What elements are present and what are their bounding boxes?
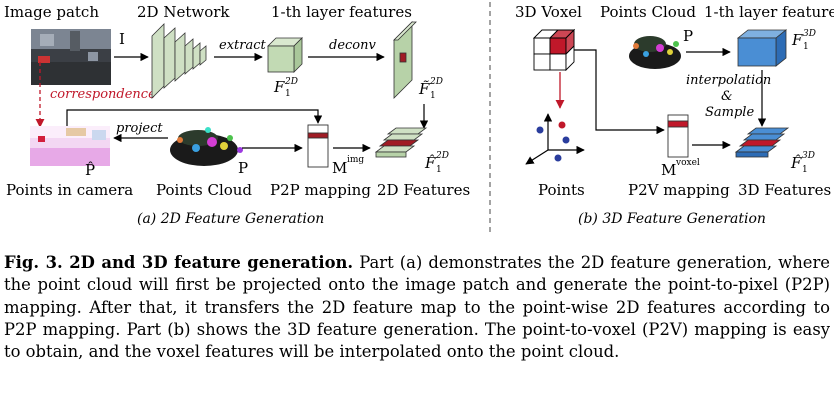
svg-text:F: F	[273, 78, 285, 96]
svg-text:1: 1	[802, 165, 808, 175]
feature-cube-3d	[736, 29, 788, 67]
svg-text:1: 1	[285, 89, 291, 99]
label-F1-2D-tilde: F̃ 1 2D	[418, 77, 443, 101]
p2p-mapping-vector	[307, 124, 329, 168]
label-1th-layer-features-b: 1-th layer features	[704, 3, 834, 21]
figure-caption: Fig. 3. 2D and 3D feature generation. Pa…	[4, 252, 830, 363]
label-P: P	[238, 159, 248, 177]
image-patch-photo	[31, 29, 111, 85]
svg-text:F̂: F̂	[424, 154, 436, 172]
figure-diagram: Image patch I correspondence 2D Network …	[4, 2, 834, 232]
label-sample: Sample	[705, 105, 754, 120]
label-3d-voxel: 3D Voxel	[515, 3, 582, 21]
label-points: Points	[538, 181, 585, 199]
svg-text:2D: 2D	[429, 77, 443, 87]
label-P-b: P	[683, 27, 693, 45]
svg-text:M: M	[332, 159, 347, 177]
label-image-patch: Image patch	[4, 3, 99, 21]
label-p2v-mapping: P2V mapping	[628, 181, 730, 199]
svg-text:1: 1	[803, 42, 809, 52]
svg-text:F̃: F̃	[418, 80, 430, 98]
label-M-voxel: M voxel	[661, 158, 700, 179]
feature-cube-2d	[267, 37, 303, 73]
caption-text: Part (a) demonstrates the 2D feature gen…	[4, 253, 830, 362]
subtitle-panel-a: (a) 2D Feature Generation	[137, 211, 324, 227]
subtitle-panel-b: (b) 3D Feature Generation	[578, 211, 766, 227]
label-points-cloud-a: Points Cloud	[156, 181, 252, 199]
label-P-hat: P̂	[85, 161, 95, 179]
label-points-in-camera: Points in camera	[6, 181, 133, 199]
label-correspondence: correspondence	[50, 87, 156, 102]
label-2d-network: 2D Network	[137, 3, 230, 21]
label-ampersand: &	[721, 89, 733, 104]
label-F1-3D: F 1 3D	[791, 29, 816, 52]
svg-text:1: 1	[436, 165, 442, 175]
connector-voxel-mapping	[574, 49, 665, 135]
points-in-camera-image	[30, 126, 110, 166]
caption-label: Fig. 3. 2D and 3D feature generation.	[4, 253, 354, 272]
label-extract: extract	[219, 38, 266, 53]
svg-text:2D: 2D	[435, 151, 449, 161]
point-markers	[536, 121, 570, 162]
feature-stack-2d	[374, 127, 428, 158]
label-2d-features: 2D Features	[377, 181, 470, 199]
label-F1-3D-hat: F̂ 1 3D	[790, 151, 815, 175]
svg-text:voxel: voxel	[675, 158, 700, 168]
label-p2p-mapping: P2P mapping	[270, 181, 371, 199]
points-axes	[525, 113, 585, 165]
svg-text:1: 1	[430, 91, 436, 101]
svg-text:M: M	[661, 161, 676, 179]
point-cloud-image	[170, 127, 243, 166]
svg-text:2D: 2D	[284, 77, 298, 87]
label-I: I	[119, 30, 125, 48]
label-F1-2D: F 1 2D	[273, 77, 298, 99]
network-layers	[151, 23, 207, 99]
svg-text:img: img	[347, 155, 364, 165]
label-project: project	[116, 121, 163, 136]
label-3d-features: 3D Features	[738, 181, 831, 199]
svg-text:3D: 3D	[802, 151, 815, 161]
svg-text:F̂: F̂	[790, 154, 802, 172]
svg-text:F: F	[791, 31, 803, 49]
feature-stack-3d	[734, 127, 790, 158]
label-F1-2D-hat: F̂ 1 2D	[424, 151, 449, 175]
label-1th-layer-features: 1-th layer features	[271, 3, 412, 21]
connector-mapping-top	[66, 109, 323, 126]
label-points-cloud-b: Points Cloud	[600, 3, 696, 21]
label-deconv: deconv	[329, 38, 376, 53]
p2v-mapping-vector	[667, 114, 689, 158]
label-interpolation: interpolation	[686, 73, 771, 88]
point-cloud-image-b	[629, 36, 681, 69]
feature-plane-upsampled	[393, 21, 417, 99]
voxel-grid	[532, 28, 576, 72]
svg-text:3D: 3D	[803, 29, 816, 39]
label-M-img: M img	[332, 155, 364, 177]
